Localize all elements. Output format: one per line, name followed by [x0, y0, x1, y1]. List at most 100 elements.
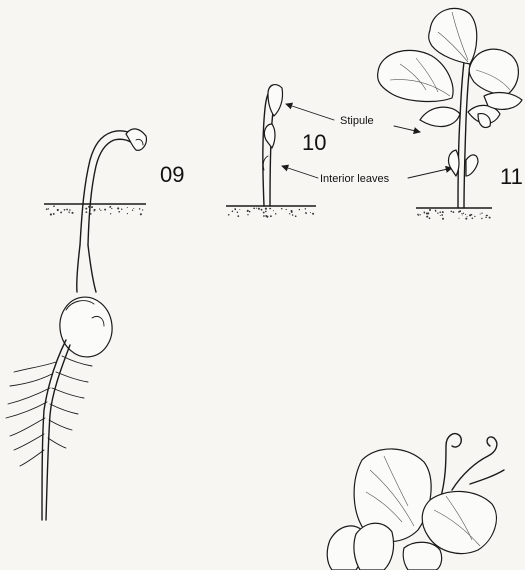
soil-speck: [46, 208, 48, 210]
soil-speck: [127, 213, 128, 214]
soil-speck: [467, 216, 468, 217]
soil-speck: [53, 214, 54, 215]
soil-speck: [292, 214, 294, 216]
soil-speck: [235, 209, 237, 211]
soil-speck: [261, 209, 263, 211]
soil-speck: [440, 215, 441, 216]
soil-speck: [60, 211, 62, 213]
soil-speck: [139, 208, 141, 210]
soil-speck: [249, 211, 251, 213]
soil-speck: [109, 207, 110, 208]
stage-label-09: 09: [160, 162, 184, 187]
soil-speck: [265, 208, 267, 210]
soil-speck: [133, 208, 134, 209]
soil-speck: [429, 217, 431, 219]
soil-speck: [142, 209, 143, 210]
soil-speck: [265, 215, 267, 217]
soil-speck: [85, 208, 87, 210]
soil-speck: [48, 208, 49, 209]
soil-surface-11: [416, 208, 492, 220]
soil-speck: [117, 207, 119, 209]
soil-speck: [439, 211, 441, 213]
soil-speck: [256, 208, 257, 209]
soil-speck: [463, 213, 464, 214]
soil-speck: [269, 208, 270, 209]
soil-speck: [258, 208, 260, 210]
soil-speck: [228, 214, 230, 216]
soil-speck: [461, 213, 462, 214]
stage-09-seedling: 09: [6, 129, 184, 520]
soil-speck: [295, 215, 297, 217]
soil-speck: [99, 208, 100, 209]
stage-10-seedling: 10: [226, 85, 326, 218]
soil-surface-09: [44, 204, 146, 216]
soil-speck: [94, 209, 96, 211]
soil-speck: [442, 218, 444, 220]
soil-speck: [442, 211, 444, 213]
soil-speck: [100, 210, 101, 211]
soil-speck: [435, 210, 436, 211]
stage-11-plant: 11: [378, 8, 523, 219]
soil-speck: [417, 214, 419, 216]
soil-speck: [50, 213, 52, 215]
soil-speck: [453, 211, 455, 213]
soil-speck: [140, 213, 142, 215]
soil-speck: [57, 209, 59, 211]
soil-speck: [110, 213, 111, 214]
soil-surface-10: [226, 206, 316, 218]
soil-speck: [69, 209, 71, 211]
soil-speck: [247, 214, 248, 215]
soil-speck: [480, 213, 481, 214]
later-stage-plant-partial: [327, 434, 504, 570]
soil-speck: [132, 210, 133, 211]
callout-interior-leaves: Interior leaves: [320, 173, 390, 185]
soil-speck: [104, 209, 106, 211]
soil-speck: [237, 215, 239, 217]
soil-speck: [291, 211, 293, 213]
soil-speck: [253, 207, 255, 209]
soil-speck: [458, 218, 459, 219]
soil-speck: [305, 213, 306, 214]
soil-speck: [281, 208, 282, 209]
soil-speck: [313, 213, 314, 214]
soil-speck: [247, 211, 248, 212]
soil-speck: [465, 214, 466, 215]
soil-speck: [471, 214, 473, 216]
soil-speck: [441, 214, 443, 216]
soil-speck: [265, 211, 267, 213]
soil-speck: [263, 215, 265, 217]
stage-label-10: 10: [302, 130, 326, 155]
soil-speck: [69, 212, 70, 213]
soil-speck: [91, 206, 93, 208]
soil-speck: [286, 209, 287, 210]
soil-speck: [424, 212, 426, 214]
soil-speck: [270, 215, 272, 217]
soil-speck: [289, 213, 290, 214]
soil-speck: [237, 212, 239, 214]
soil-speck: [489, 217, 491, 219]
soil-speck: [71, 212, 73, 214]
callout-stipule: Stipule: [340, 115, 374, 127]
soil-speck: [481, 218, 482, 219]
soil-speck: [462, 214, 463, 215]
soil-speck: [458, 211, 460, 213]
soil-speck: [465, 218, 467, 220]
soil-speck: [239, 209, 240, 210]
soil-speck: [481, 212, 482, 213]
soil-speck: [273, 210, 274, 211]
soil-speck: [426, 216, 428, 218]
soil-speck: [310, 212, 311, 213]
soil-speck: [419, 214, 420, 215]
soil-speck: [232, 211, 234, 213]
soil-speck: [485, 216, 487, 218]
soil-speck: [472, 218, 474, 220]
soil-speck: [486, 215, 487, 216]
soil-speck: [418, 215, 419, 216]
soil-speck: [299, 209, 300, 210]
soil-speck: [86, 211, 88, 213]
soil-speck: [427, 212, 429, 214]
soil-speck: [127, 207, 128, 208]
soil-speck: [451, 211, 453, 213]
soil-speck: [305, 208, 306, 209]
